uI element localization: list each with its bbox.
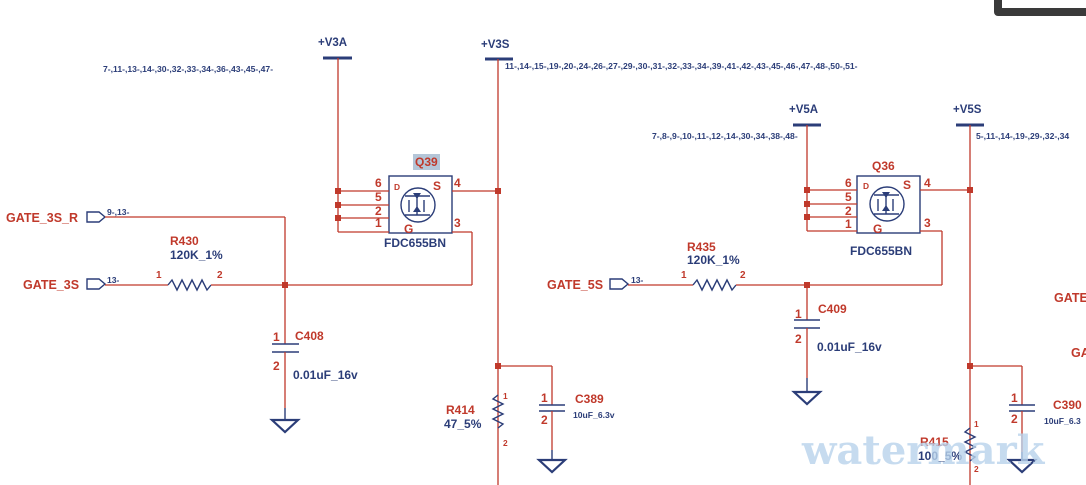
svg-text:GATE_3S: GATE_3S [23, 278, 79, 292]
svg-text:0.01uF_16v: 0.01uF_16v [293, 368, 358, 382]
svg-text:3: 3 [924, 216, 931, 230]
svg-text:R415: R415 [920, 435, 949, 449]
capacitor-c389: 1 2 C389 10uF_6.3v [498, 365, 615, 450]
svg-text:C408: C408 [295, 329, 324, 343]
svg-text:47_5%: 47_5% [444, 417, 482, 431]
svg-text:1: 1 [156, 270, 162, 281]
resistor-r430: R430 120K_1% 1 2 [156, 217, 288, 344]
svg-text:2: 2 [740, 270, 746, 281]
svg-text:120K_1%: 120K_1% [687, 253, 740, 267]
rail-v5s: +V5S 5-,11-,14-,19-,29-,32-,34 [953, 104, 1069, 485]
svg-text:+V5S: +V5S [953, 104, 982, 116]
svg-text:C390: C390 [1053, 398, 1082, 412]
svg-text:+V5A: +V5A [789, 104, 818, 116]
svg-text:2: 2 [974, 464, 979, 474]
ground-symbol [536, 450, 568, 474]
svg-text:Q39: Q39 [415, 155, 438, 169]
rail-v3s: +V3S 11-,14-,15-,19-,20-,24-,26-,27-,29-… [481, 39, 858, 485]
resistor-r415: 1 2 R415 100_5% [918, 363, 979, 474]
svg-text:4: 4 [924, 176, 931, 190]
svg-text:1: 1 [795, 307, 802, 321]
svg-text:7-,11-,13-,14-,30-,32-,33-,34-: 7-,11-,13-,14-,30-,32-,33-,34-,36-,43-,4… [103, 64, 273, 74]
svg-text:FDC655BN: FDC655BN [850, 244, 912, 258]
svg-text:GATE_5S: GATE_5S [547, 278, 603, 292]
svg-text:1: 1 [273, 330, 280, 344]
svg-text:G: G [873, 222, 882, 236]
svg-text:D: D [863, 181, 869, 191]
ground-symbol [791, 378, 823, 406]
svg-text:2: 2 [503, 438, 508, 448]
svg-text:+V3A: +V3A [318, 37, 347, 49]
svg-text:1: 1 [845, 217, 852, 231]
svg-text:+V3S: +V3S [481, 39, 510, 51]
svg-text:2: 2 [375, 204, 382, 218]
svg-text:R430: R430 [170, 234, 199, 248]
svg-text:6: 6 [375, 176, 382, 190]
svg-text:1: 1 [503, 391, 508, 401]
svg-text:1: 1 [1011, 391, 1018, 405]
svg-text:6: 6 [845, 176, 852, 190]
svg-text:1: 1 [541, 391, 548, 405]
svg-text:S: S [903, 178, 911, 192]
net-gate-3s-r: GATE_3S_R 9-,13- [6, 207, 285, 225]
net-gate-5s: GATE_5S 13- [547, 275, 693, 292]
svg-text:1: 1 [974, 419, 979, 429]
svg-text:R435: R435 [687, 240, 716, 254]
svg-text:4: 4 [454, 176, 461, 190]
svg-text:2: 2 [795, 332, 802, 346]
rail-v5a: +V5A 7-,8-,9-,10-,11-,12-,14-,30-,34-,38… [652, 104, 821, 190]
mosfet-q36: Q36 D S G FDC655BN 6 5 2 1 4 3 [845, 159, 931, 258]
svg-text:5: 5 [375, 190, 382, 204]
svg-text:7-,8-,9-,10-,11-,12-,14-,30-,3: 7-,8-,9-,10-,11-,12-,14-,30-,34-,38-,48- [652, 131, 798, 141]
net-gate-right: GATE GA [1054, 291, 1086, 360]
svg-text:GATE: GATE [1054, 291, 1086, 305]
svg-text:100_5%: 100_5% [918, 449, 962, 463]
window-corner [994, 0, 1086, 16]
svg-text:C409: C409 [818, 302, 847, 316]
svg-text:9-,13-: 9-,13- [107, 207, 130, 217]
svg-text:2: 2 [1011, 412, 1018, 426]
svg-text:3: 3 [454, 216, 461, 230]
svg-text:10uF_6.3: 10uF_6.3 [1044, 416, 1081, 426]
rail-v3a: +V3A 7-,11-,13-,14-,30-,32-,33-,34-,36-,… [103, 37, 352, 191]
svg-text:Q36: Q36 [872, 159, 895, 173]
mosfet-q39: Q39 D S G FDC655BN 6 5 2 1 4 3 [375, 154, 461, 250]
svg-text:2: 2 [541, 413, 548, 427]
svg-text:10uF_6.3v: 10uF_6.3v [573, 410, 615, 420]
svg-text:13-: 13- [107, 275, 120, 285]
ground-symbol [1006, 452, 1038, 474]
svg-text:S: S [433, 179, 441, 193]
svg-text:13-: 13- [631, 275, 644, 285]
svg-text:2: 2 [217, 270, 223, 281]
svg-text:2: 2 [845, 204, 852, 218]
capacitor-c408: 1 2 C408 0.01uF_16v [272, 329, 358, 408]
svg-text:5: 5 [845, 190, 852, 204]
svg-text:FDC655BN: FDC655BN [384, 236, 446, 250]
svg-text:1: 1 [681, 270, 687, 281]
svg-text:GA: GA [1071, 346, 1086, 360]
ground-symbol [269, 408, 301, 434]
q36-wiring [804, 187, 973, 286]
svg-text:G: G [404, 222, 413, 236]
svg-text:2: 2 [273, 359, 280, 373]
svg-text:D: D [394, 182, 400, 192]
svg-text:120K_1%: 120K_1% [170, 248, 223, 262]
svg-text:11-,14-,15-,19-,20-,24-,26-,27: 11-,14-,15-,19-,20-,24-,26-,27-,29-,30-,… [505, 61, 858, 71]
svg-text:R414: R414 [446, 403, 475, 417]
svg-text:GATE_3S_R: GATE_3S_R [6, 211, 78, 225]
svg-text:C389: C389 [575, 392, 604, 406]
capacitor-c409: 1 2 C409 0.01uF_16v [794, 302, 882, 378]
watermark: watermark [801, 427, 1046, 474]
net-gate-3s: GATE_3S 13- [23, 275, 168, 292]
q39-wiring [285, 188, 501, 286]
capacitor-c390: 1 2 C390 10uF_6.3 [970, 365, 1082, 452]
resistor-r435: R435 120K_1% 1 2 [681, 240, 810, 320]
svg-text:5-,11-,14-,19-,29-,32-,34: 5-,11-,14-,19-,29-,32-,34 [976, 131, 1069, 141]
svg-text:1: 1 [375, 216, 382, 230]
svg-text:0.01uF_16v: 0.01uF_16v [817, 340, 882, 354]
